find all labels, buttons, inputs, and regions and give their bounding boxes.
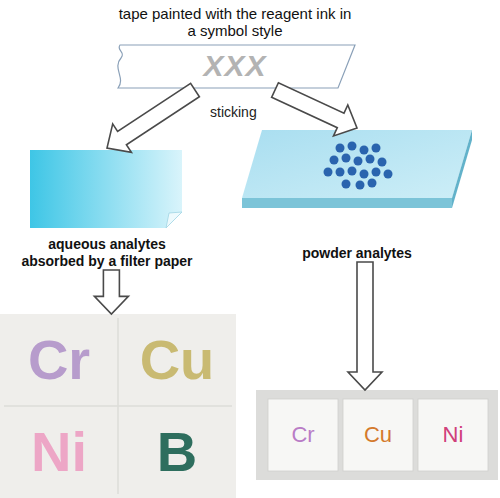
element-symbol: Cr: [291, 422, 314, 448]
paper-cell: Cr: [0, 314, 118, 406]
paper-cell: Ni: [0, 406, 118, 498]
paper-cell: B: [118, 406, 236, 498]
tape-cell: Ni: [418, 399, 488, 471]
paper-cell: Cu: [118, 314, 236, 406]
sample-caption: powder analytes: [238, 245, 476, 262]
tape-square: [343, 399, 413, 471]
paper-result: Cr CuNi B: [0, 314, 236, 498]
slab-top: [242, 130, 472, 198]
block-arrow: [272, 83, 357, 136]
element-symbol: Cu: [140, 330, 215, 390]
powder-result: Cr Cu Ni: [256, 390, 498, 480]
slab-side: [452, 130, 472, 208]
block-arrow: [94, 270, 128, 314]
paper-photo: [0, 314, 236, 498]
reagent-symbol: XXX: [105, 44, 365, 87]
arrow-note: sticking: [210, 104, 257, 121]
element-symbol: B: [157, 422, 197, 482]
powder-dots: [324, 142, 393, 190]
page-curl: [166, 212, 182, 228]
tape-cell: Cu: [343, 399, 413, 471]
paper-seam: [4, 405, 232, 407]
sample-caption: aqueous analytes absorbed by a filter pa…: [18, 236, 196, 270]
element-symbol: Ni: [443, 422, 464, 448]
aqueous-sample: aqueous analytes absorbed by a filter pa…: [18, 148, 196, 270]
step-heading: tape painted with the reagent ink in a s…: [114, 2, 356, 39]
tape-square: [418, 399, 488, 471]
element-symbol: Cr: [28, 330, 90, 390]
reagent-tape: tape painted with the reagent ink in a s…: [105, 2, 365, 90]
block-arrow: [107, 83, 199, 152]
slab-front: [242, 198, 452, 208]
powder-sample: powder analytes: [238, 128, 476, 262]
element-symbol: Ni: [31, 422, 87, 482]
block-arrow: [348, 262, 382, 390]
tape-square: [268, 399, 338, 471]
powder-photo: [256, 390, 498, 480]
wet-tape-sheet: [30, 150, 182, 228]
tape-cell: Cr: [268, 399, 338, 471]
element-symbol: Cu: [364, 422, 392, 448]
